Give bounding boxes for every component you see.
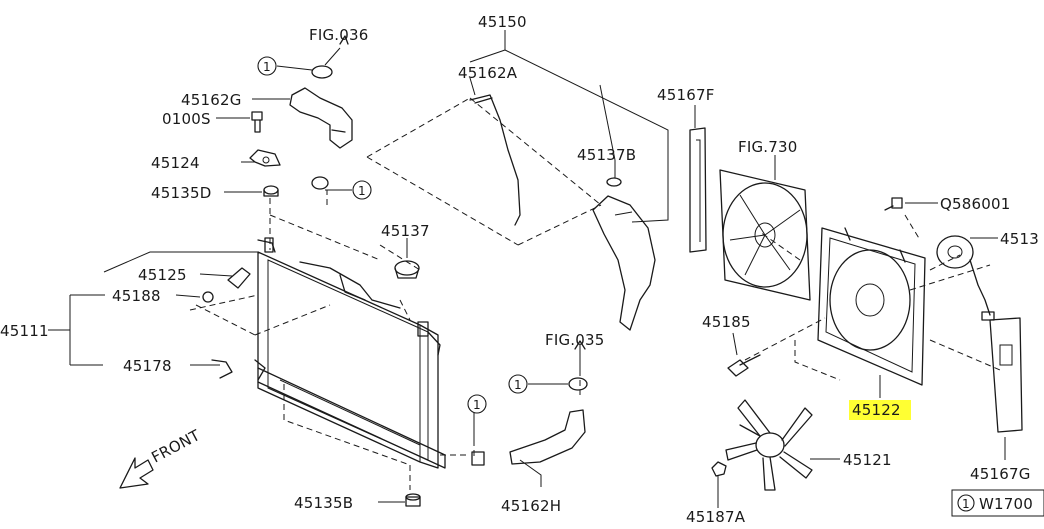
bracket-45178 (211, 359, 233, 379)
label-45135B: 45135B (294, 494, 353, 512)
lower-hose (471, 377, 588, 466)
front-arrow-icon (119, 457, 154, 489)
bracket-45124 (249, 149, 281, 167)
label-45122: 45122 (852, 401, 901, 419)
label-45111: 45111 (0, 322, 49, 340)
highlight-45122 (849, 400, 911, 420)
label-45185: 45185 (702, 313, 751, 331)
reserve-tank (592, 177, 656, 331)
label-45125: 45125 (138, 266, 187, 284)
svg-text:1: 1 (514, 378, 522, 392)
label-45162G: 45162G (181, 91, 242, 109)
front-label: FRONT (148, 426, 203, 467)
label-45188: 45188 (112, 287, 161, 305)
shroud-45122 (817, 227, 926, 386)
label-45162H: 45162H (501, 497, 561, 515)
label-0100S: 0100S (162, 110, 211, 128)
label-45137: 45137 (381, 222, 430, 240)
label-fig036: FIG.036 (309, 26, 368, 44)
label-45167F: 45167F (657, 86, 715, 104)
svg-text:1: 1 (473, 398, 481, 412)
arrow-up-icon-2 (574, 340, 586, 350)
grommet-45135d (263, 185, 279, 197)
radiator-cap (394, 260, 420, 279)
svg-text:1: 1 (358, 184, 366, 198)
label-45167G: 45167G (970, 465, 1031, 483)
label-fig035: FIG.035 (545, 331, 604, 349)
arrow-up-icon (339, 35, 349, 45)
reference-box: 1 W1700 (951, 489, 1044, 517)
label-fig730: FIG.730 (738, 138, 797, 156)
overflow-hose (469, 94, 521, 226)
radiator (254, 237, 446, 469)
ref-circle-1-d: 1 (467, 394, 487, 414)
label-45178: 45178 (123, 357, 172, 375)
nut-45187a (711, 461, 727, 477)
label-w-code: W1700 (979, 495, 1033, 513)
label-4513: 4513 (1000, 230, 1039, 248)
ref-circle-1-b: 1 (352, 180, 372, 200)
dashed-guide-lines (189, 97, 1001, 490)
label-45162A: 45162A (458, 64, 518, 82)
bolt-45185 (727, 354, 761, 377)
grommet-45135b (405, 493, 421, 507)
ref-circle-1-a: 1 (257, 56, 277, 76)
label-45135D: 45135D (151, 184, 211, 202)
fan-45121 (725, 399, 813, 491)
label-45150: 45150 (478, 13, 527, 31)
ref-circle-1-c: 1 (508, 374, 528, 394)
seal-45167g (989, 317, 1023, 433)
seal-45167f (689, 127, 707, 253)
leader-lines (48, 30, 1006, 508)
svg-text:1: 1 (263, 60, 271, 74)
bolt-0100s (251, 111, 263, 133)
label-Q586001: Q586001 (940, 195, 1010, 213)
bolt-q586001 (884, 197, 903, 211)
upper-hose (289, 65, 353, 190)
label-45187A: 45187A (686, 508, 746, 526)
drain-plug (202, 267, 251, 303)
label-45124: 45124 (151, 154, 200, 172)
label-45137B: 45137B (577, 146, 636, 164)
svg-text:1: 1 (962, 497, 970, 511)
fan-assembly-fig730 (719, 169, 811, 301)
fan-motor (936, 235, 995, 321)
label-45121: 45121 (843, 451, 892, 469)
